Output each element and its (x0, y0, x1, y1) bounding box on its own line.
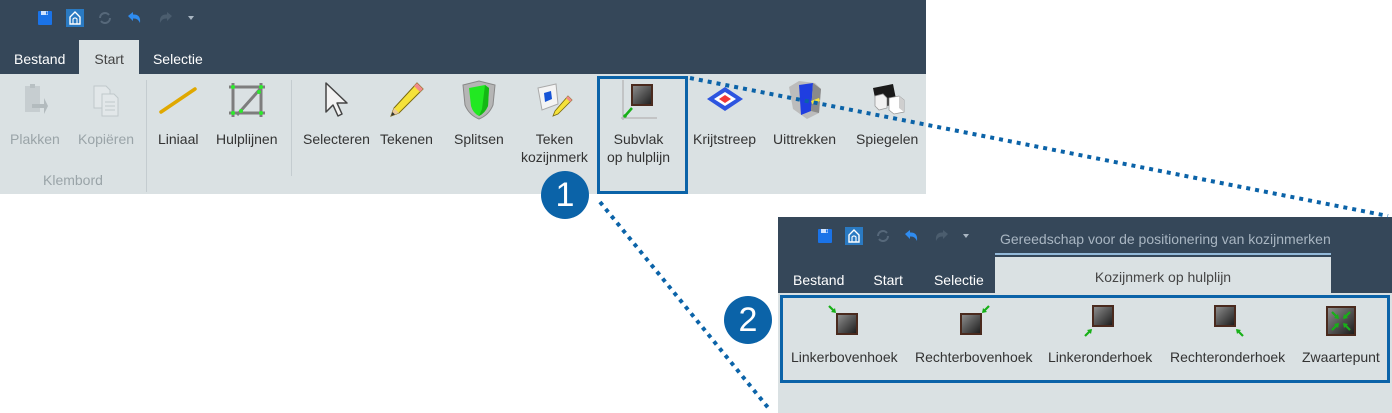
tab-bestand[interactable]: Bestand (793, 272, 845, 288)
dropdown-arrow-icon[interactable] (186, 9, 196, 27)
copy-label: Kopiëren (78, 131, 135, 147)
bottom-left-corner-icon (1082, 303, 1118, 339)
extrude-label: Uittrekken (773, 131, 837, 147)
guidelines-button[interactable]: Hulplijnen (216, 78, 277, 148)
top-left-corner-label: Linkerbovenhoek (791, 349, 898, 365)
bottom-left-corner-label: Linkeronderhoek (1048, 349, 1153, 365)
subface-on-guideline-icon (619, 78, 659, 122)
ruler-label: Liniaal (158, 131, 199, 147)
highlight-box-positions (780, 295, 1390, 383)
pencil-icon (386, 78, 426, 122)
group-separator (146, 80, 147, 192)
chalk-line-icon (705, 78, 745, 122)
ribbon-tabs: Bestand Start Selectie (0, 40, 217, 74)
centroid-icon (1323, 303, 1359, 339)
redo-icon[interactable] (932, 227, 950, 245)
split-icon (459, 78, 499, 122)
centroid-button[interactable]: Zwaartepunt (1302, 303, 1380, 365)
tab-selectie[interactable]: Selectie (152, 51, 203, 67)
cursor-icon (316, 78, 356, 122)
guidelines-label: Hulplijnen (216, 131, 278, 147)
undo-icon[interactable] (903, 227, 921, 245)
mirror-icon (867, 78, 907, 122)
top-left-corner-icon (826, 303, 862, 339)
tab-frame-mark-on-guideline[interactable]: Kozijnmerk op hulplijn (995, 257, 1331, 293)
save-icon[interactable] (36, 9, 54, 27)
paste-label: Plakken (10, 131, 60, 147)
refresh-icon[interactable] (874, 227, 892, 245)
redo-icon[interactable] (156, 9, 174, 27)
bottom-right-corner-button[interactable]: Rechteronderhoek (1170, 303, 1285, 365)
tab-start[interactable]: Start (873, 272, 903, 288)
draw-button[interactable]: Tekenen (380, 78, 433, 148)
home-icon[interactable] (845, 227, 863, 245)
highlight-box-subface (597, 76, 688, 194)
draw-frame-mark-icon (534, 78, 574, 122)
group-separator (291, 80, 292, 176)
title-bar: Bestand Start Selectie (0, 0, 926, 74)
refresh-icon[interactable] (96, 9, 114, 27)
extrude-button[interactable]: Uittrekken (773, 78, 836, 148)
undo-icon[interactable] (126, 9, 144, 27)
mirror-label: Spiegelen (856, 131, 919, 147)
quick-access-toolbar (816, 227, 971, 245)
guidelines-icon (227, 78, 267, 122)
main-ribbon: Bestand Start Selectie Plakken Kopiëren … (0, 0, 926, 194)
ribbon-panel: Plakken Kopiëren Klembord Liniaal Hulpli… (0, 74, 926, 194)
home-icon[interactable] (66, 9, 84, 27)
paste-icon (15, 78, 55, 122)
extrude-icon (785, 78, 825, 122)
context-ribbon: Gereedschap voor de positionering van ko… (778, 217, 1392, 413)
group-label-klembord: Klembord (43, 172, 103, 188)
tab-start[interactable]: Start (79, 40, 139, 74)
tab-selectie[interactable]: Selectie (933, 272, 984, 288)
top-right-corner-button[interactable]: Rechterbovenhoek (915, 303, 1033, 365)
select-button[interactable]: Selecteren (303, 78, 370, 148)
bottom-right-corner-icon (1210, 303, 1246, 339)
copy-icon (86, 78, 126, 122)
ruler-icon (158, 78, 198, 122)
copy-button[interactable]: Kopiëren (78, 78, 134, 148)
chalk-line-label: Krijtstreep (693, 131, 757, 147)
paste-button[interactable]: Plakken (10, 78, 60, 148)
mirror-button[interactable]: Spiegelen (856, 78, 918, 148)
bottom-left-corner-button[interactable]: Linkeronderhoek (1048, 303, 1152, 365)
callout-badge-1: 1 (541, 171, 589, 219)
ruler-button[interactable]: Liniaal (158, 78, 198, 148)
save-icon[interactable] (816, 227, 834, 245)
centroid-label: Zwaartepunt (1302, 349, 1380, 365)
ribbon-panel: Linkerbovenhoek Rechterbovenhoek Linkero… (778, 293, 1392, 413)
tab-bestand[interactable]: Bestand (14, 51, 66, 67)
title-bar: Gereedschap voor de positionering van ko… (778, 217, 1392, 293)
ribbon-tabs: Bestand Start Selectie (778, 259, 984, 293)
chalk-line-button[interactable]: Krijtstreep (693, 78, 756, 148)
select-label: Selecteren (303, 131, 370, 147)
split-label: Splitsen (454, 131, 504, 147)
dropdown-arrow-icon[interactable] (961, 227, 971, 245)
bottom-right-corner-label: Rechteronderhoek (1170, 349, 1286, 365)
top-left-corner-button[interactable]: Linkerbovenhoek (791, 303, 898, 365)
split-button[interactable]: Splitsen (454, 78, 504, 148)
quick-access-toolbar (36, 8, 196, 28)
context-tool-title: Gereedschap voor de positionering van ko… (995, 229, 1331, 255)
top-right-corner-label: Rechterbovenhoek (915, 349, 1033, 365)
group-klembord: Plakken Kopiëren Klembord (0, 74, 146, 194)
callout-badge-2: 2 (724, 296, 772, 344)
top-right-corner-icon (956, 303, 992, 339)
draw-label: Tekenen (380, 131, 433, 147)
